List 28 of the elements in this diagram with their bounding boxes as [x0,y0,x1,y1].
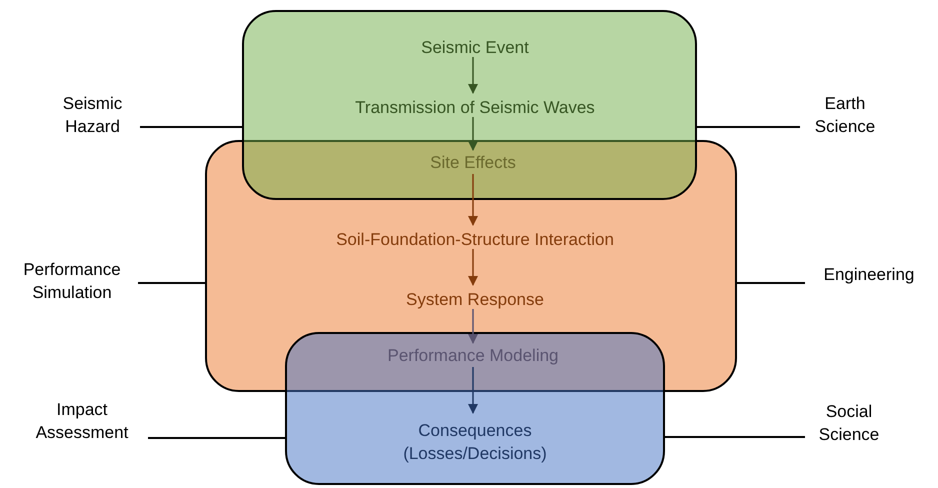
rounded-region-box [285,332,665,485]
process-step-label: Consequences (Losses/Decisions) [375,416,575,468]
process-step-label: Transmission of Seismic Waves [320,96,630,118]
leader-line [140,126,242,128]
process-step-label: Soil-Foundation-Structure Interaction [305,228,645,250]
domain-label: Engineering [805,262,933,286]
arrow [468,249,478,286]
rounded-region-box [242,10,697,200]
domain-label: Performance Simulation [6,258,138,304]
domain-label: Impact Assessment [16,398,148,444]
arrow [468,174,478,226]
rounded-region-box [205,140,737,392]
leader-line [138,282,205,284]
arrow [468,367,478,414]
arrow [468,57,478,94]
leader-line [697,126,800,128]
arrow [468,117,478,151]
leader-line [737,282,805,284]
domain-label: Social Science [805,400,893,446]
domain-label: Earth Science [800,92,890,138]
process-step-label: Performance Modeling [353,344,593,366]
process-step-label: Site Effects [383,151,563,173]
process-step-label: Seismic Event [375,36,575,58]
process-step-label: System Response [365,288,585,310]
domain-label: Seismic Hazard [45,92,140,138]
leader-line [148,437,285,439]
leader-line [665,436,805,438]
arrow [468,309,478,344]
